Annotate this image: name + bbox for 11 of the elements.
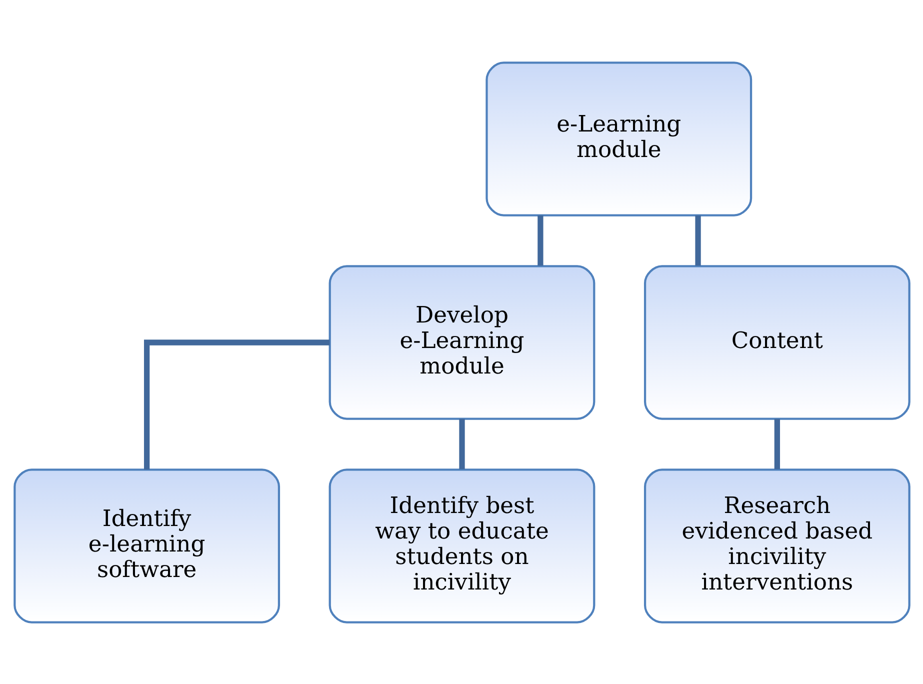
connector <box>458 418 464 469</box>
node-box: Research evidenced based incivility interventions <box>643 468 910 623</box>
connector <box>774 418 780 469</box>
connector <box>144 339 330 470</box>
node-box: Develop e-Learning module <box>328 264 595 420</box>
connector <box>694 214 700 266</box>
node-box: Identify e-learning software <box>13 468 280 623</box>
connector <box>537 214 543 266</box>
node-box: Identify best way to educate students on incivility <box>328 468 595 623</box>
node-box: Content <box>643 264 910 420</box>
node-box: e-Learning module <box>485 61 752 216</box>
